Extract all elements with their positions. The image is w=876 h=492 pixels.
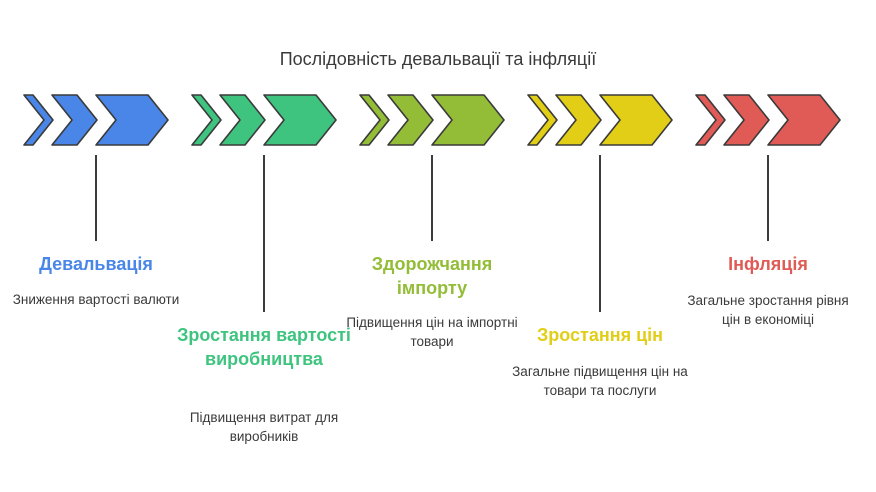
chevron-segment-1 [359, 94, 390, 146]
chevron-segment-3 [431, 94, 505, 146]
chevron-segment-1 [23, 94, 54, 146]
chevron-segment-2 [555, 94, 602, 146]
chevron-segment-3 [95, 94, 169, 146]
chevron-segment-1 [527, 94, 558, 146]
step-title: Девальвація [39, 254, 153, 274]
triple-chevron-right-icon [191, 94, 337, 146]
diagram-title: Послідовність девальвації та інфляції [279, 49, 597, 69]
connector-line [599, 155, 601, 312]
step-title: Інфляція [728, 254, 808, 274]
step-title: Зростання цін [536, 325, 664, 345]
step-title: Здорожчання імпорту [371, 254, 493, 298]
chevron-segment-2 [723, 94, 770, 146]
step-description: Підвищення цін на імпортні товари [346, 315, 518, 349]
triple-chevron-right-icon [527, 94, 673, 146]
connector-line [767, 155, 769, 241]
triple-chevron-right-icon [695, 94, 841, 146]
step-description: Загальне зростання рівня цін в економіці [687, 293, 849, 327]
connector-line [431, 155, 433, 241]
triple-chevron-right-icon [23, 94, 169, 146]
connector-line [95, 155, 97, 241]
step-description: Загальне підвищення цін на товари та пос… [512, 364, 688, 398]
chevron-segment-3 [599, 94, 673, 146]
chevron-segment-2 [51, 94, 98, 146]
chevron-segment-1 [191, 94, 222, 146]
connector-line [263, 155, 265, 312]
step-description: Зниження вартості валюти [12, 292, 180, 307]
chevron-segment-3 [263, 94, 337, 146]
chevron-segment-2 [219, 94, 266, 146]
chevron-segment-2 [387, 94, 434, 146]
step-description: Підвищення витрат для виробників [189, 410, 339, 444]
chevron-segment-3 [767, 94, 841, 146]
step-title: Зростання вартості виробництва [177, 325, 351, 369]
triple-chevron-right-icon [359, 94, 505, 146]
chevron-segment-1 [695, 94, 726, 146]
